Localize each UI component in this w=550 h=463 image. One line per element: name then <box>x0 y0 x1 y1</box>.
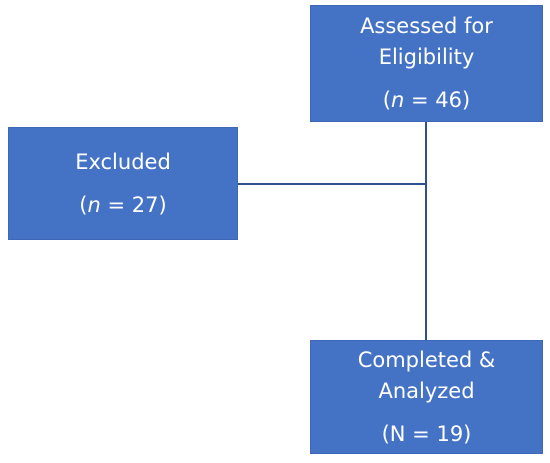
horizontal-connector-line <box>238 183 426 185</box>
excluded-box: Excluded (n = 27) <box>8 127 238 240</box>
completed-label-line1: Completed & <box>357 347 496 372</box>
assessed-label-line2: Eligibility <box>378 45 475 69</box>
assessed-count-prefix: ( <box>382 88 391 112</box>
vertical-connector-line <box>425 122 427 340</box>
assessed-count-value: = 46) <box>404 88 471 112</box>
completed-analyzed-box: Completed & Analyzed (N = 19) <box>310 340 543 454</box>
excluded-count-prefix: ( <box>79 192 88 217</box>
excluded-count: (n = 27) <box>79 190 166 221</box>
excluded-label: Excluded <box>75 149 171 174</box>
completed-label-line2: Analyzed <box>378 378 475 403</box>
excluded-count-value: = 27) <box>100 192 167 217</box>
excluded-count-variable: n <box>87 192 101 217</box>
assessed-for-eligibility-box: Assessed for Eligibility (n = 46) <box>310 5 543 122</box>
assessed-label-line1: Assessed for <box>360 14 493 38</box>
completed-count: (N = 19) <box>381 421 472 446</box>
assessed-count: (n = 46) <box>383 85 470 116</box>
assessed-count-variable: n <box>391 88 405 112</box>
